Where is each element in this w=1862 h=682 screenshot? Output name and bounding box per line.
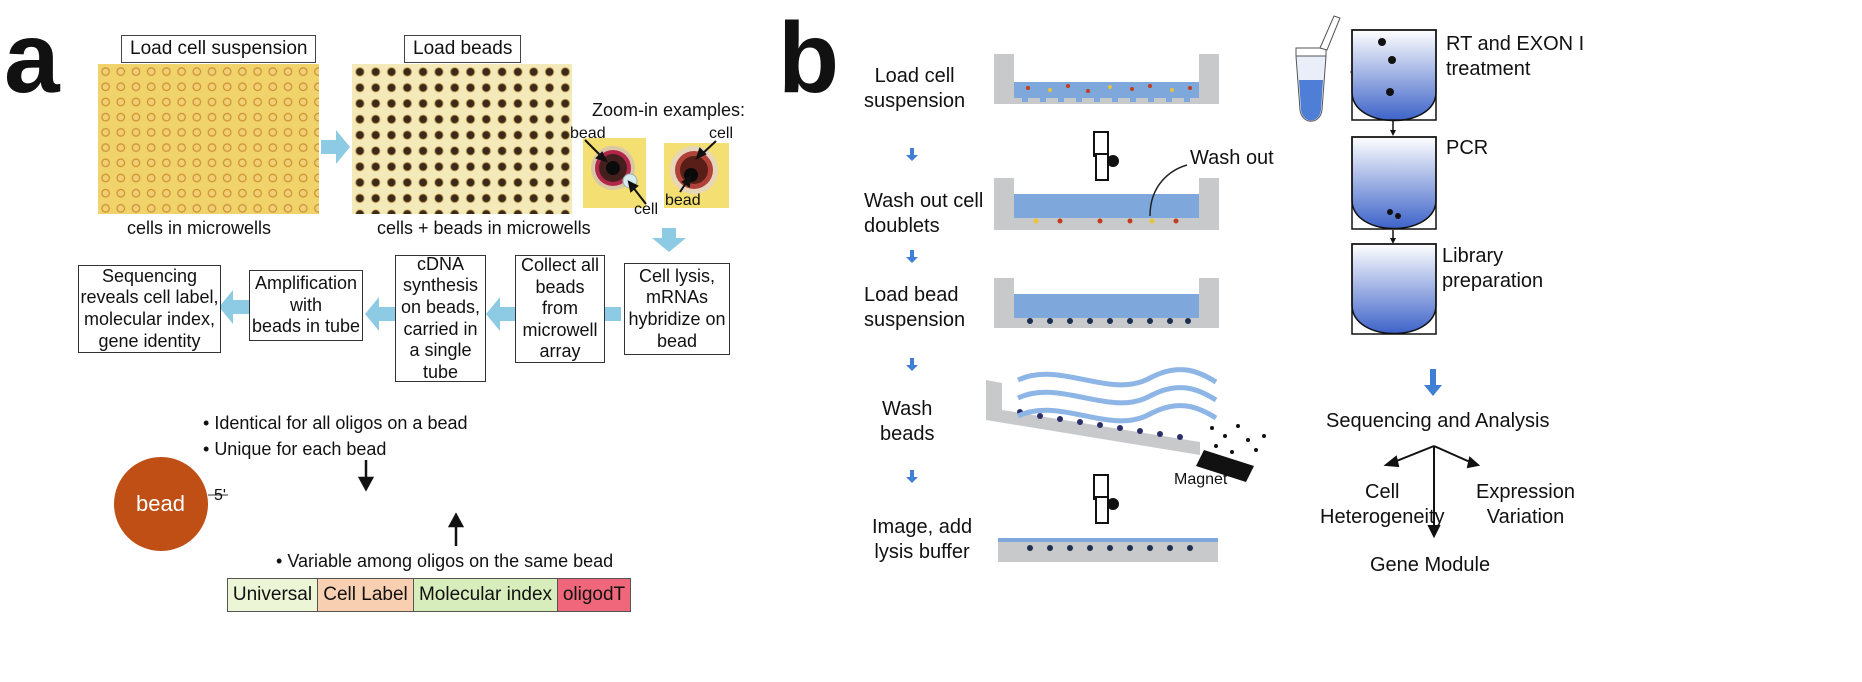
zoom-title: Zoom-in examples:: [592, 100, 746, 120]
step-load-cell-suspension: Load cell suspension: [864, 65, 966, 112]
step-wash-out-doublets: Wash out cell doublets: [864, 190, 984, 237]
chamber-load-beads: [994, 278, 1219, 328]
step-load-bead-suspension: Load bead suspension: [864, 284, 966, 331]
flow-arrows-b: [906, 148, 1442, 483]
load-cell-suspension-label: Load cell suspension: [121, 35, 317, 63]
eppendorf-tube-icon: [1295, 15, 1341, 122]
panel-b-letter: b: [778, 2, 840, 114]
outcome-cell-heterogeneity: Cell Heterogeneity: [1320, 481, 1445, 528]
tube-rt-exon: [1351, 29, 1437, 122]
outcome-gene-module: Gene Module: [1370, 554, 1491, 576]
step-collect-beads: Collect all beads from microwell array: [515, 255, 605, 363]
bullet-variable: • Variable among oligos on the same bead: [276, 551, 614, 571]
outcome-arrows: [1383, 445, 1481, 539]
zoom1-bead-label: bead: [570, 125, 606, 142]
step-image-lysis: Image, add lysis buffer: [872, 516, 973, 563]
tube-step-pcr: PCR: [1446, 137, 1489, 159]
wash-out-label: Wash out: [1190, 147, 1274, 169]
flow-arrows-a: [219, 130, 686, 331]
segment-molecular-index: Molecular index: [413, 578, 558, 612]
beads-caption: cells + beads in microwells: [377, 218, 591, 238]
chamber-wash-beads: [986, 367, 1266, 482]
segment-oligodt: oligodT: [557, 578, 631, 612]
bullet-identical: • Identical for all oligos on a bead: [203, 413, 468, 433]
sequencing-analysis-label: Sequencing and Analysis: [1326, 410, 1550, 432]
tube-pcr: [1351, 136, 1437, 230]
pipette-icon-2: [1093, 474, 1119, 524]
step-cdna-synthesis: cDNA synthesis on beads, carried in a si…: [395, 254, 486, 382]
step-cell-lysis: Cell lysis, mRNAs hybridize on bead: [624, 263, 730, 355]
panel-a-letter: a: [4, 2, 60, 114]
chamber-wash-out: [994, 178, 1219, 230]
zoom2-bead-label: bead: [665, 192, 701, 209]
outcome-expression-variation: Expression Variation: [1476, 481, 1575, 528]
step-wash-beads: Wash beads: [880, 398, 935, 445]
zoom2-cell-label: cell: [709, 125, 734, 142]
segment-universal: Universal: [227, 578, 318, 612]
load-beads-label: Load beads: [404, 35, 522, 63]
step-sequencing: Sequencing reveals cell label, molecular…: [78, 265, 221, 353]
bullet-identical-text: Identical for all oligos on a bead: [214, 413, 468, 433]
magnet-shape: [1196, 450, 1254, 482]
tube-library: [1351, 243, 1437, 335]
magnet-label: Magnet: [1174, 471, 1228, 488]
step-amplification: Amplification with beads in tube: [249, 270, 363, 341]
five-prime-label: 5': [214, 487, 226, 504]
tube-step-rt-exon: RT and EXON I treatment: [1446, 33, 1585, 80]
cells-caption: cells in microwells: [127, 218, 272, 238]
bullet-unique-text: Unique for each bead: [214, 439, 387, 459]
tube-step-library: Library preparation: [1442, 245, 1544, 292]
pipette-icon: [1093, 131, 1119, 181]
zoom1-cell-label: cell: [634, 201, 659, 218]
chamber-image-lysis: [998, 538, 1218, 562]
chamber-load-cells: [994, 54, 1219, 104]
bead-circle: [114, 457, 208, 551]
bullet-unique: • Unique for each bead: [203, 439, 387, 459]
bead-label: bead: [136, 491, 185, 516]
bullet-variable-text: Variable among oligos on the same bead: [287, 551, 614, 571]
